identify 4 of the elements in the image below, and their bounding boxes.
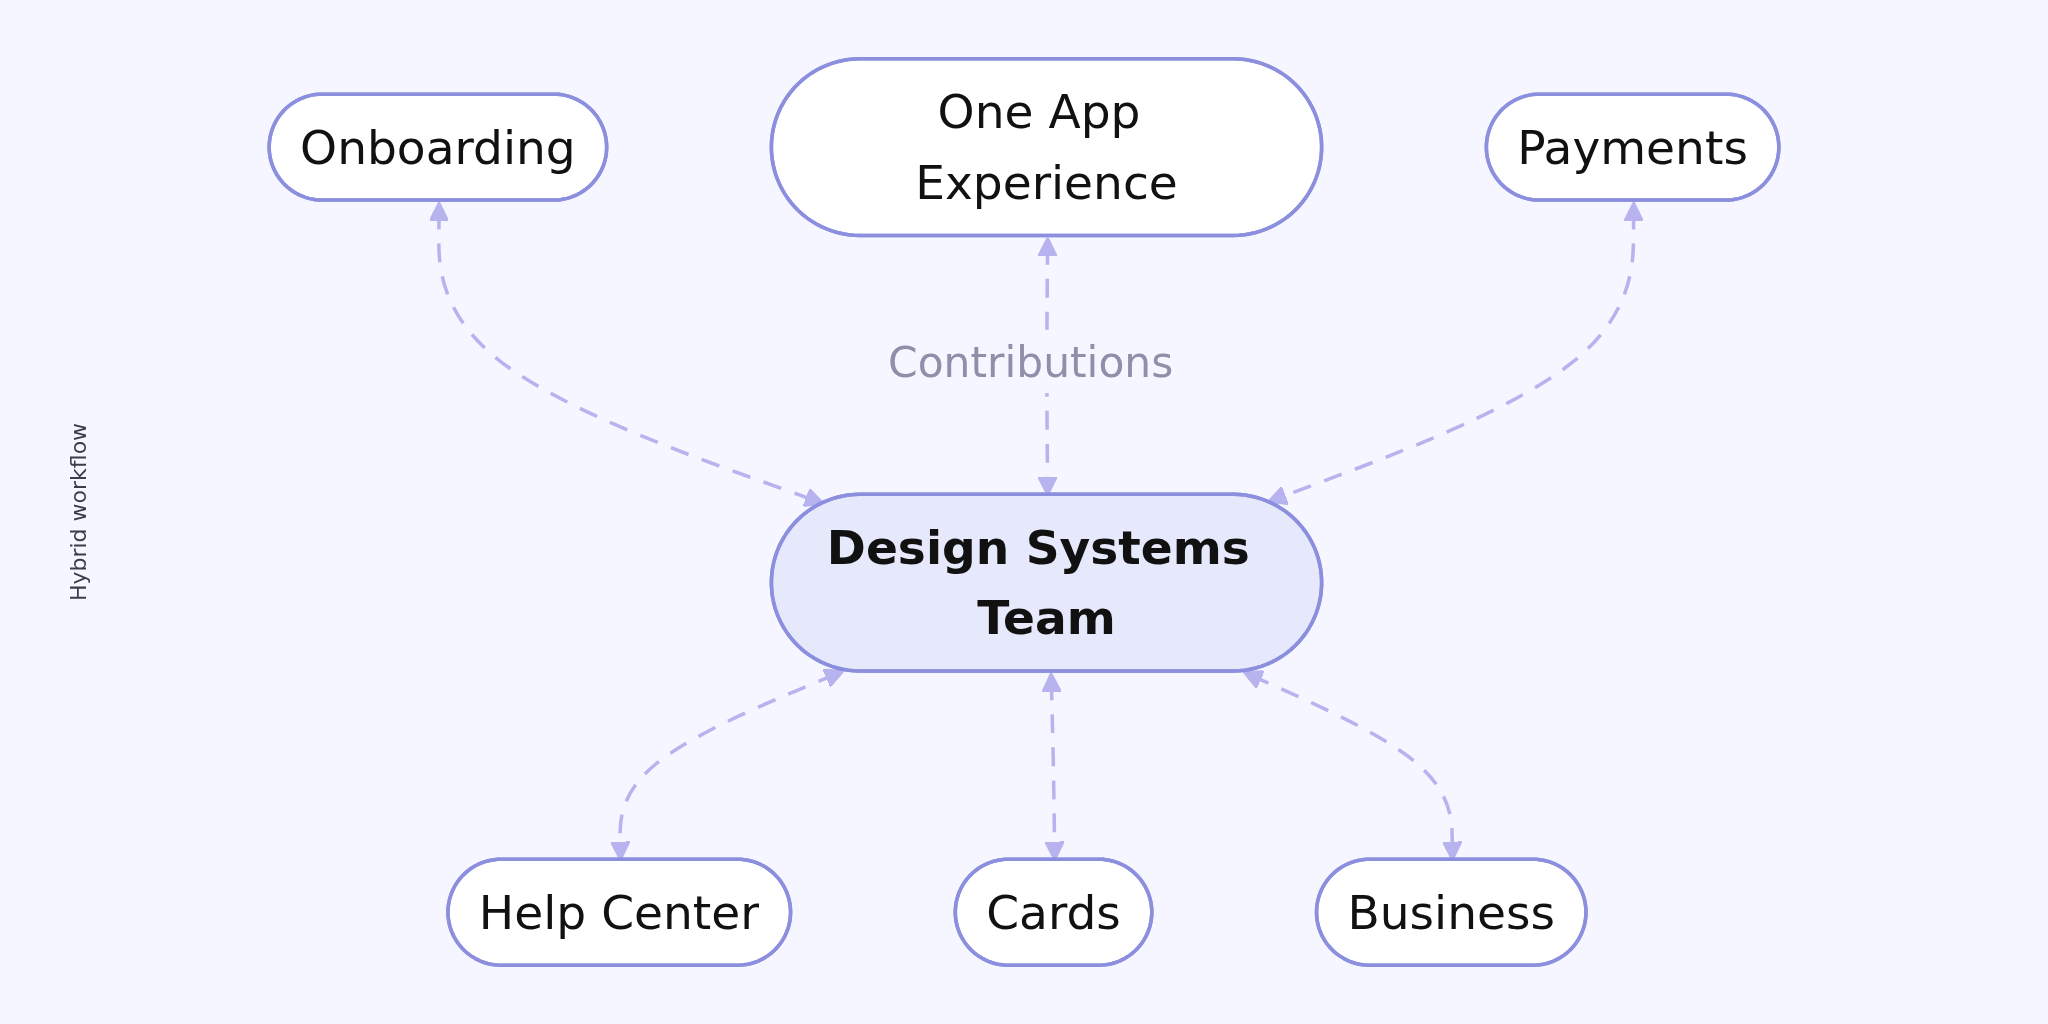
arrow <box>428 201 825 508</box>
edge-label: Contributions <box>888 336 1174 387</box>
diagram-title: Hybrid workflow <box>65 422 91 602</box>
arrow <box>1266 201 1644 506</box>
